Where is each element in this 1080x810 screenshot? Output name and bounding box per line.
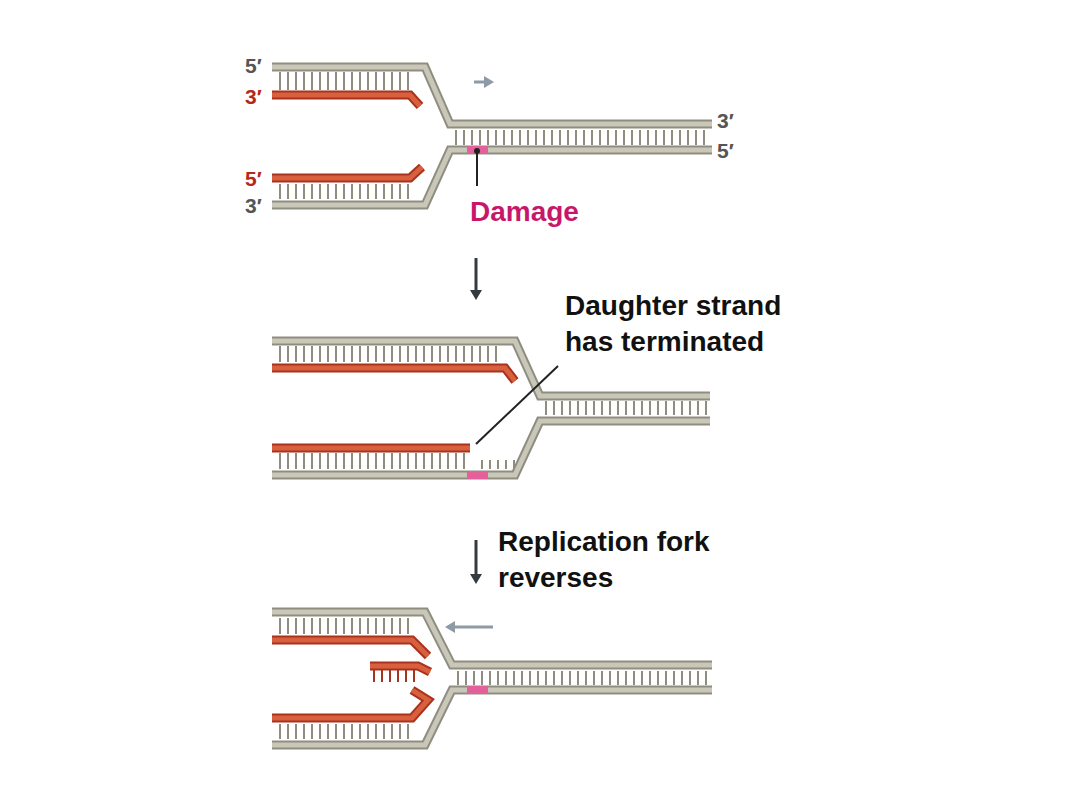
parent-strand — [272, 67, 712, 124]
parent-strand — [272, 690, 712, 745]
base-pairs — [280, 453, 464, 469]
strand-end: 3′ — [717, 110, 734, 131]
daughter-strand — [272, 690, 428, 718]
callout-label: Daughter strand has terminated — [565, 288, 827, 360]
damage-site — [467, 471, 488, 479]
strand-end: 3′ — [245, 195, 262, 216]
base-pairs — [482, 460, 514, 469]
strand-end: 5′ — [717, 140, 734, 161]
step-label: Replication fork reverses — [498, 524, 770, 596]
damage-label: Damage — [470, 198, 579, 226]
leader-line — [476, 151, 478, 186]
daughter-strand — [272, 448, 470, 449]
strand-end: 5′ — [245, 168, 262, 189]
damage-site — [467, 686, 488, 694]
strand-end: 3′ — [245, 86, 262, 107]
strand-end: 5′ — [245, 55, 262, 76]
daughter-strand — [272, 368, 515, 381]
parent-strand — [272, 612, 712, 665]
base-pairs — [280, 346, 496, 362]
direction-arrow — [445, 621, 493, 633]
base-pairs — [280, 184, 408, 199]
base-pairs — [280, 618, 408, 634]
step-arrow — [470, 258, 482, 300]
direction-arrow — [474, 76, 494, 88]
step-arrow — [470, 540, 482, 584]
base-pairs — [456, 130, 704, 145]
base-pairs — [458, 671, 706, 685]
daughter-strand — [272, 95, 420, 106]
base-pairs — [280, 724, 408, 739]
base-pairs — [374, 670, 414, 682]
parent-strand — [272, 150, 712, 205]
daughter-strand — [272, 640, 428, 656]
base-pairs — [546, 401, 706, 415]
base-pairs — [280, 72, 408, 90]
daughter-strand — [370, 666, 430, 672]
leader-line — [476, 366, 558, 444]
daughter-strand — [272, 167, 422, 178]
